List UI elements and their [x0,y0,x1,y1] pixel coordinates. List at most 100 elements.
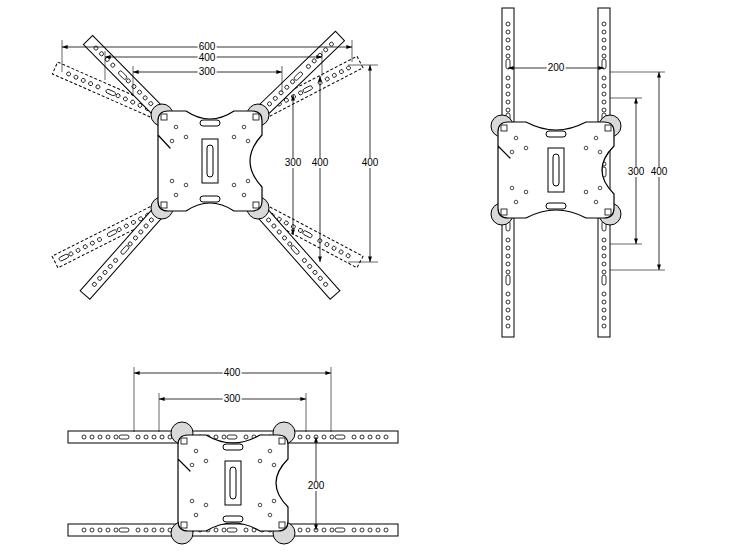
corner-bolt [501,125,507,131]
arm-hole [138,229,144,235]
wall-plate [498,122,614,218]
arm-hole [360,435,364,439]
plate-slot [200,120,220,126]
arm-hole [98,435,102,439]
arm-hole [317,276,323,282]
arm-hole [506,292,510,296]
centre-slot-frame [225,461,241,505]
arm-slot [335,528,345,532]
arm-hole [98,528,102,532]
dimension-label: 200 [307,481,326,491]
extension-line [348,262,378,263]
arm-hole [298,228,303,233]
arm-hole [73,75,78,80]
plate-slot [223,516,243,522]
arm-hole [368,435,372,439]
arm-hole [602,324,606,328]
dimension-label: 400 [198,53,217,63]
wall-plate [158,111,262,211]
mount-arm [68,431,398,443]
arm-hole [506,84,510,88]
arm-hole [602,22,606,26]
arm-hole [113,258,119,264]
arm-hole [214,435,218,439]
arm-hole [306,435,310,439]
corner-bolt [605,209,611,215]
centre-slot [230,467,236,499]
mount-arm [80,204,167,300]
arm-hole [602,76,606,80]
arm-hole [298,435,302,439]
extension-line [352,40,353,62]
centre-slot [207,145,213,177]
arm-hole [144,435,148,439]
arm-hole [302,258,308,264]
dimension-label: 300 [223,394,242,404]
plate-slot [223,444,243,450]
plate-hole [174,125,178,129]
arm-slot [119,528,129,532]
plate-hole [174,193,178,197]
arm-hole [106,528,110,532]
dimension-label: 300 [284,158,303,168]
arm-hole [123,96,128,101]
plate-hole [272,463,276,467]
arm-body [253,31,344,119]
arm-hole [602,100,606,104]
arm-hole [331,246,336,251]
plate-hole [184,183,188,187]
arm-hole [602,292,606,296]
plate-hole [190,463,194,467]
dimension-label: 300 [627,167,646,177]
dimension-label: 600 [198,42,217,52]
arm-hole [330,435,334,439]
arm-hole [66,71,71,76]
extension-line [610,98,642,99]
plate-hole [232,183,236,187]
arm-hole [506,316,510,320]
arm-hole [90,528,94,532]
arm-hole [602,262,606,266]
arm-hole [144,528,148,532]
plate-hole [584,146,588,150]
arm-hole [115,93,120,98]
plate-hole [170,139,174,143]
extension-line [282,66,283,92]
corner-bolt [501,209,507,215]
plate-hole [510,150,514,154]
dimension-line [320,76,321,262]
arm-hole [360,528,364,532]
arm-hole [106,435,110,439]
arm-slot [293,71,303,81]
arm-hole [143,223,149,229]
arm-hole [506,108,510,112]
arm-hole [602,108,606,112]
arm-hole [384,528,388,532]
arm-hole [282,235,288,241]
arm-hole [312,270,318,276]
dimension-label: 400 [361,158,380,168]
plate-hole [598,150,602,154]
extension-line [133,66,134,96]
arm-hole [284,84,290,90]
dimension-label: 400 [650,167,669,177]
plate-outline [178,435,288,531]
arm-hole [602,30,606,34]
corner-bolt [253,114,259,120]
arm-hole [330,528,334,532]
arm-hole [214,528,218,532]
arm-hole [136,435,140,439]
corner-bolt [279,522,285,528]
corner-bolt [181,522,187,528]
arm-hole [99,51,105,57]
arm-hole [160,528,164,532]
arm-hole [110,62,116,68]
plate-hole [194,513,198,517]
plate-hole [514,200,518,204]
extension-line [134,367,135,432]
arm-hole [322,528,326,532]
arm-slot [506,59,510,69]
centre-slot-frame [548,148,564,192]
arm-hole [329,41,335,47]
extension-line [322,51,323,76]
